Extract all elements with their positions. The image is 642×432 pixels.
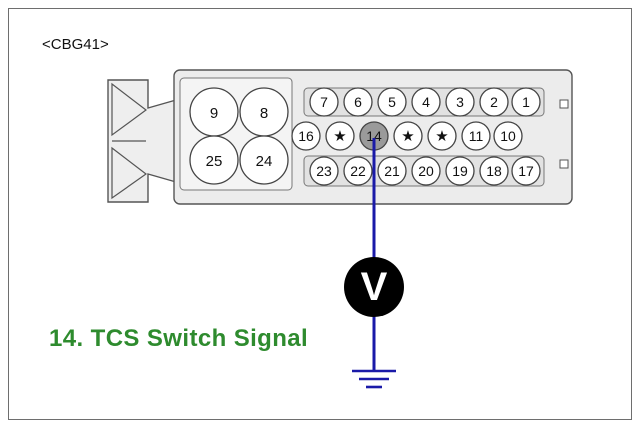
pin-22: 22	[343, 156, 373, 186]
svg-text:25: 25	[206, 153, 223, 170]
pin-3: 3	[445, 87, 475, 117]
svg-text:★: ★	[435, 128, 448, 145]
voltmeter-symbol: V	[361, 265, 388, 309]
pin-1: 1	[511, 87, 541, 117]
svg-text:9: 9	[210, 105, 218, 122]
pin-7: 7	[309, 87, 339, 117]
pin-23: 23	[309, 156, 339, 186]
svg-text:24: 24	[256, 153, 273, 170]
svg-text:19: 19	[452, 163, 468, 179]
svg-text:22: 22	[350, 163, 366, 179]
svg-text:★: ★	[333, 128, 346, 145]
pin-blank: ★	[393, 121, 423, 151]
pin-18: 18	[479, 156, 509, 186]
svg-text:7: 7	[320, 94, 328, 110]
pin-10: 10	[493, 121, 523, 151]
svg-text:21: 21	[384, 163, 400, 179]
svg-text:8: 8	[260, 105, 268, 122]
ground-icon	[352, 369, 396, 389]
pin-9: 9	[189, 87, 239, 137]
pin-17: 17	[511, 156, 541, 186]
connector-id-label: <CBG41>	[42, 36, 109, 53]
svg-text:14: 14	[366, 128, 382, 144]
pin-5: 5	[377, 87, 407, 117]
svg-text:6: 6	[354, 94, 362, 110]
svg-text:17: 17	[518, 163, 534, 179]
pin-16: 16	[291, 121, 321, 151]
pin-4: 4	[411, 87, 441, 117]
voltmeter-icon: V	[344, 257, 404, 317]
pin-6: 6	[343, 87, 373, 117]
svg-text:1: 1	[522, 94, 530, 110]
svg-text:18: 18	[486, 163, 502, 179]
svg-text:5: 5	[388, 94, 396, 110]
pin-11: 11	[461, 121, 491, 151]
svg-text:3: 3	[456, 94, 464, 110]
signal-caption: 14. TCS Switch Signal	[49, 325, 309, 352]
pin-25: 25	[189, 135, 239, 185]
svg-text:10: 10	[500, 128, 516, 144]
pin-14: 14	[359, 121, 389, 151]
svg-text:23: 23	[316, 163, 332, 179]
pin-blank: ★	[325, 121, 355, 151]
pin-8: 8	[239, 87, 289, 137]
svg-text:16: 16	[298, 128, 314, 144]
svg-text:4: 4	[422, 94, 430, 110]
connector-latch	[107, 79, 177, 203]
svg-text:2: 2	[490, 94, 498, 110]
svg-text:20: 20	[418, 163, 434, 179]
pin-blank: ★	[427, 121, 457, 151]
svg-text:★: ★	[401, 128, 414, 145]
pin-19: 19	[445, 156, 475, 186]
pin-2: 2	[479, 87, 509, 117]
pin-24: 24	[239, 135, 289, 185]
pin-20: 20	[411, 156, 441, 186]
pin-21: 21	[377, 156, 407, 186]
svg-text:11: 11	[469, 128, 484, 144]
